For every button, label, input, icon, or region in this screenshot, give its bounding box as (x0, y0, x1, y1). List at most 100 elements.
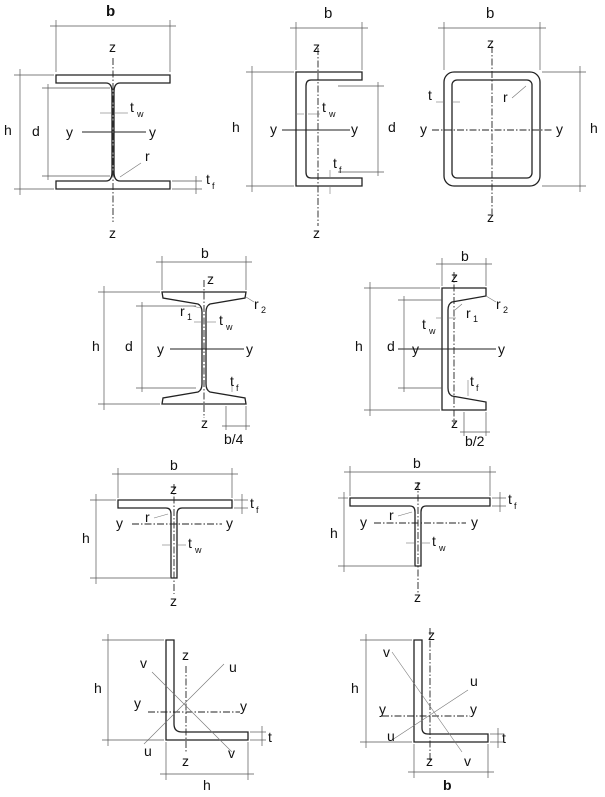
label-r: r (180, 303, 185, 319)
label-z-top: z (313, 39, 320, 55)
label-z-bottom: z (487, 209, 494, 225)
label-y-right: y (556, 121, 563, 137)
t-section-narrow: b h z z y y r t w t f (82, 457, 259, 609)
label-h: h (92, 338, 100, 354)
label-u-bottom: u (144, 743, 152, 759)
label-t: t (470, 373, 474, 389)
label-z-bottom: z (201, 415, 208, 431)
label-y-left: y (157, 341, 164, 357)
label-y-left: y (379, 701, 386, 717)
i-beam-section: b h d z z y y t w r t f (4, 3, 215, 241)
label-d: d (32, 123, 40, 139)
label-y-left: y (270, 121, 277, 137)
label-r: r (145, 148, 150, 164)
unequal-angle-section: h b z z y y v u u v t (351, 627, 506, 793)
label-b: b (443, 777, 452, 793)
tapered-channel-section: b h d z z y y r 1 r 2 t w t f b/2 (355, 248, 508, 449)
label-z-bottom: z (426, 753, 433, 769)
label-v-bottom: v (464, 753, 471, 769)
label-t: t (250, 495, 254, 511)
label-r: r (503, 89, 508, 105)
label-z-bottom: z (451, 415, 458, 431)
label-y-right: y (240, 698, 247, 714)
label-z-top: z (451, 269, 458, 285)
label-w-sub: w (136, 109, 144, 119)
label-t: t (502, 730, 506, 746)
label-h: h (4, 122, 12, 138)
label-y-left: y (420, 121, 427, 137)
label-r: r (254, 296, 259, 312)
label-z-top: z (428, 627, 435, 643)
label-h: h (203, 777, 211, 793)
label-one-sub: 1 (187, 312, 192, 322)
label-z-top: z (414, 477, 421, 493)
label-y-right: y (149, 124, 156, 140)
label-y-right: y (498, 341, 505, 357)
label-y-right: y (470, 701, 477, 717)
label-b-half: b/2 (465, 433, 485, 449)
label-two-sub: 2 (503, 305, 508, 315)
label-r: r (496, 296, 501, 312)
label-b: b (201, 245, 209, 261)
label-t: t (268, 729, 272, 745)
label-h: h (232, 119, 240, 135)
label-h: h (351, 680, 359, 696)
label-y-left: y (134, 695, 141, 711)
label-f-sub: f (476, 383, 479, 393)
label-f-sub: f (514, 501, 517, 511)
label-h: h (94, 680, 102, 696)
label-w-sub: w (225, 322, 233, 332)
label-v-top: v (383, 644, 390, 660)
label-d: d (387, 338, 395, 354)
label-u-top: u (229, 659, 237, 675)
label-t: t (188, 535, 192, 551)
label-z-top: z (109, 39, 116, 55)
label-t: t (219, 312, 223, 328)
label-h: h (82, 530, 90, 546)
label-w-sub: w (328, 109, 336, 119)
channel-section: b h d z z y y t w t f (232, 5, 396, 241)
label-h: h (355, 338, 363, 354)
label-t: t (322, 99, 326, 115)
label-w-sub: w (194, 545, 202, 555)
label-t: t (206, 171, 210, 187)
label-one-sub: 1 (473, 314, 478, 324)
label-f-sub: f (212, 181, 215, 191)
label-b: b (106, 3, 115, 20)
label-two-sub: 2 (261, 305, 266, 315)
label-u-bottom: u (387, 728, 395, 744)
label-w-sub: w (428, 326, 436, 336)
label-y-left: y (66, 124, 73, 140)
label-b: b (170, 457, 178, 473)
label-f-sub: f (256, 505, 259, 515)
label-b: b (486, 5, 494, 22)
t-section-wide: b h z z y y r t w t f (330, 455, 517, 605)
label-z-top: z (182, 647, 189, 663)
label-v-bottom: v (228, 745, 235, 761)
label-r: r (389, 507, 394, 523)
label-b: b (461, 248, 469, 264)
label-b: b (413, 455, 421, 471)
label-h: h (330, 525, 338, 541)
rectangular-hollow-section: b h z z y y t r (420, 5, 598, 225)
label-t: t (130, 99, 134, 115)
label-z-bottom: z (414, 589, 421, 605)
label-y-left: y (412, 341, 419, 357)
label-r: r (145, 509, 150, 525)
label-z-top: z (207, 271, 214, 287)
label-y-left: y (116, 515, 123, 531)
label-z-top: z (170, 481, 177, 497)
label-z-bottom: z (109, 225, 116, 241)
label-y-right: y (246, 341, 253, 357)
label-t: t (333, 155, 337, 171)
label-y-left: y (360, 514, 367, 530)
label-u-top: u (470, 673, 478, 689)
label-t: t (422, 316, 426, 332)
label-t: t (508, 491, 512, 507)
label-v-top: v (140, 655, 147, 671)
label-h: h (590, 120, 598, 136)
label-r: r (466, 305, 471, 321)
label-t: t (428, 87, 432, 103)
label-y-right: y (471, 514, 478, 530)
